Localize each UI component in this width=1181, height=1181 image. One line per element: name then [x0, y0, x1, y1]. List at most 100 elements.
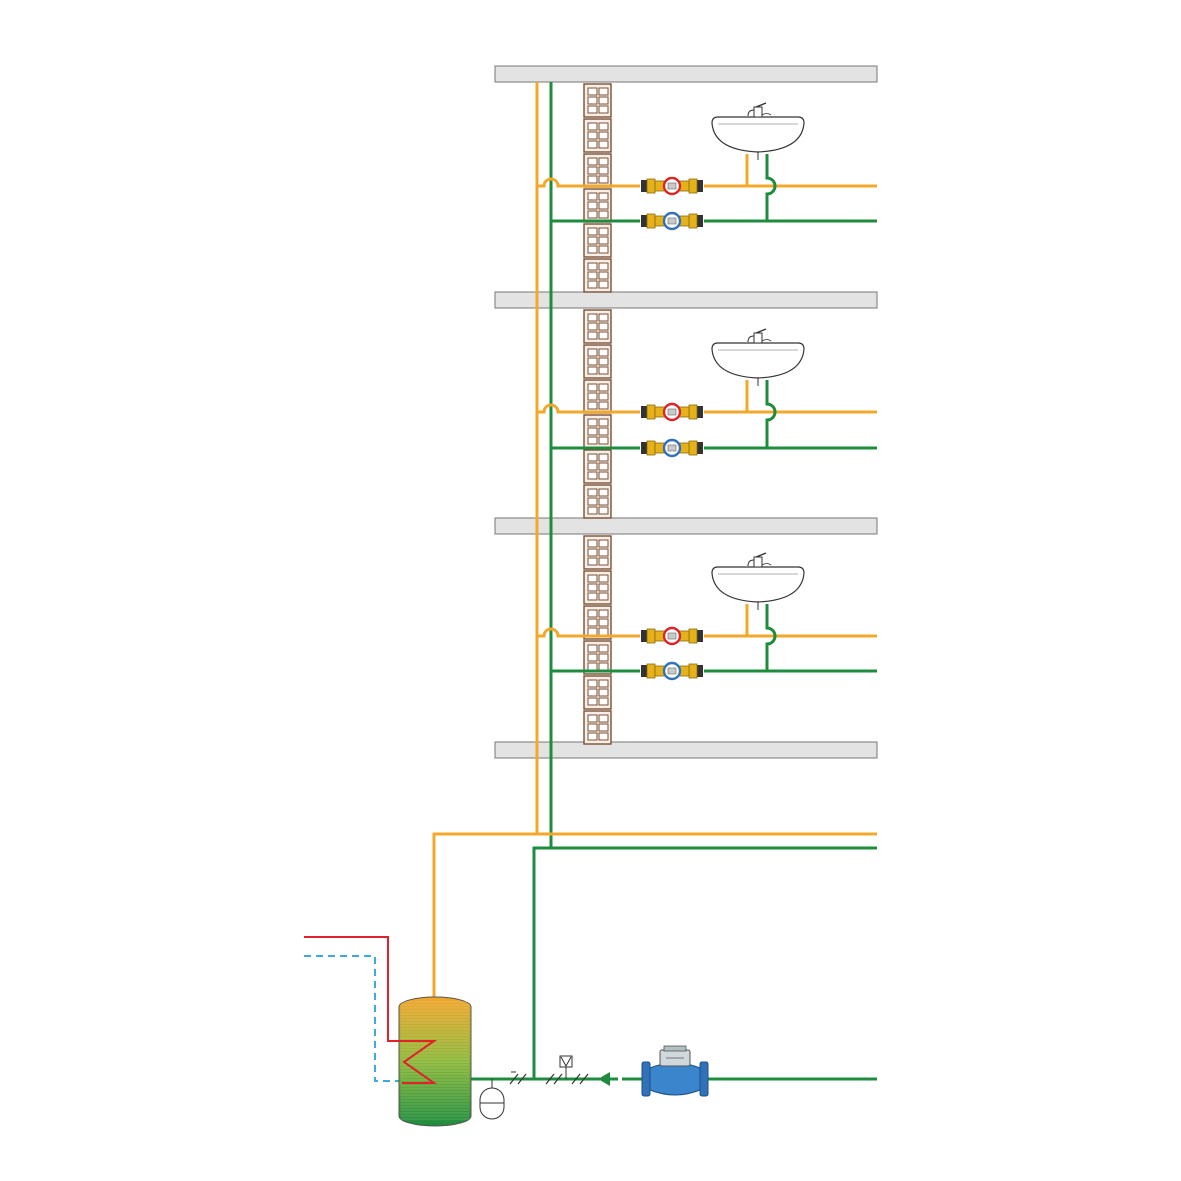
brick-cavity [587, 401, 598, 410]
hot-water-branch [537, 627, 640, 638]
brick-cavity [598, 313, 609, 322]
faucet-icon [747, 328, 772, 344]
meter-nut-left [646, 213, 656, 229]
brick-cavity [587, 723, 598, 732]
brick-cavity [598, 357, 609, 366]
meter-flange-right [699, 1061, 709, 1097]
brick-cavity [598, 653, 609, 662]
meter-fitting-left [641, 406, 647, 418]
cold-water-sink-connection [765, 604, 777, 671]
brick-cavity [587, 497, 598, 506]
brick-cavity [587, 166, 598, 175]
brick-cavity [598, 166, 609, 175]
floor-slab [494, 291, 878, 309]
brick-cavity [587, 662, 598, 671]
brick-cavity [587, 131, 598, 140]
faucet-lever [755, 328, 767, 334]
faucet-spout [747, 335, 755, 343]
cold-water-sink-connection [765, 380, 777, 448]
water-meter [641, 661, 703, 681]
brick-cavity [598, 271, 609, 280]
basement-distribution [304, 832, 877, 1127]
floor-branch [537, 102, 877, 231]
brick-cavity [598, 436, 609, 445]
brick-cavity [598, 331, 609, 340]
flow-arrow-icon [598, 1072, 610, 1086]
check-valve-icon [571, 1073, 581, 1085]
brick [583, 83, 612, 118]
meter-fitting-left [641, 442, 647, 454]
safety-valve-icon [560, 1056, 572, 1068]
brick [583, 710, 612, 745]
meter-nut-right [688, 404, 698, 420]
brick-cavity [598, 392, 609, 401]
water-meter [641, 176, 703, 196]
brick-cavity [598, 497, 609, 506]
brick-cavity [598, 732, 609, 741]
brick-cavity [598, 348, 609, 357]
brick-cavity [587, 175, 598, 184]
faucet-spout [747, 559, 755, 567]
meter-fitting-left [641, 215, 647, 227]
meter-body [649, 1062, 701, 1096]
brick-cavity [598, 462, 609, 471]
brick-cavity [587, 592, 598, 601]
meter-dial-face [667, 667, 677, 675]
brick [583, 484, 612, 519]
brick-cavity [598, 210, 609, 219]
meter-fitting-right [697, 180, 703, 192]
brick-cavity [598, 140, 609, 149]
brick-cavity [598, 548, 609, 557]
faucet-hook [761, 563, 772, 566]
brick-cavity [587, 488, 598, 497]
brick-cavity [598, 401, 609, 410]
water-meter [641, 402, 703, 422]
meter-nut-right [688, 178, 698, 194]
brick-cavity [587, 357, 598, 366]
brick-cavity [598, 227, 609, 236]
brick-cavity [587, 697, 598, 706]
floor-branch [537, 552, 877, 681]
brick [583, 258, 612, 293]
check-valve-icon [579, 1073, 589, 1085]
brick-cavity [587, 157, 598, 166]
hot-water-branch [537, 403, 640, 414]
brick [583, 344, 612, 379]
brick-cavity [587, 732, 598, 741]
brick-cavity [598, 192, 609, 201]
brick-cavity [587, 245, 598, 254]
brick-cavity [587, 627, 598, 636]
brick-cavity [587, 210, 598, 219]
hot-water-branch [537, 177, 640, 188]
brick-cavity [587, 462, 598, 471]
brick-wall [583, 309, 612, 519]
meter-nut-right [688, 213, 698, 229]
brick-cavity [598, 453, 609, 462]
brick-cavity [587, 366, 598, 375]
brick-cavity [587, 644, 598, 653]
washbasin [711, 552, 805, 610]
meter-register-top [663, 1045, 687, 1052]
brick-cavity [598, 383, 609, 392]
brick [583, 449, 612, 484]
faucet-body [753, 106, 763, 118]
brick-cavity [587, 280, 598, 289]
brick-cavity [587, 122, 598, 131]
meter-nut-left [646, 663, 656, 679]
faucet-hook [761, 113, 772, 116]
washbasin-bowl [711, 116, 805, 153]
brick [583, 535, 612, 570]
brick-cavity [587, 201, 598, 210]
brick [583, 188, 612, 223]
brick-cavity [587, 348, 598, 357]
meter-nut-right [688, 628, 698, 644]
brick-cavity [587, 87, 598, 96]
brick-cavity [598, 688, 609, 697]
meter-fitting-left [641, 180, 647, 192]
meter-nut-left [646, 404, 656, 420]
meter-fitting-left [641, 630, 647, 642]
brick-cavity [598, 418, 609, 427]
washbasin [711, 328, 805, 386]
brick-cavity [598, 322, 609, 331]
